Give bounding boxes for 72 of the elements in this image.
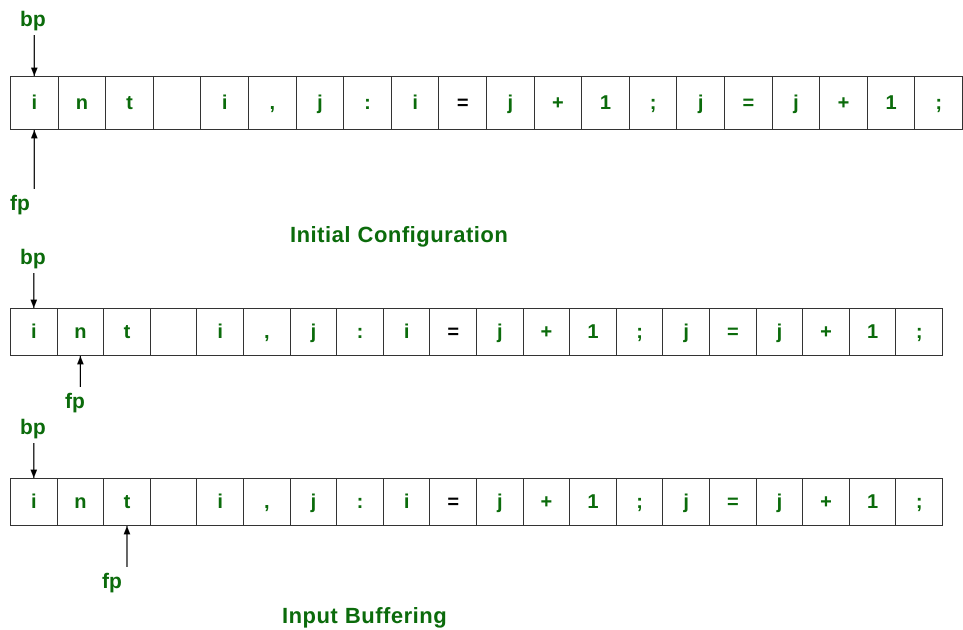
buffer-cell: = — [429, 308, 477, 356]
buffer-cell: , — [248, 76, 297, 130]
buffer-cell: 1 — [569, 478, 617, 526]
buffer-cell: i — [196, 308, 244, 356]
buffer-cell: t — [103, 478, 151, 526]
pointer-arrow — [30, 35, 38, 76]
pointer-arrow — [77, 356, 84, 387]
buffer-cell: : — [336, 478, 384, 526]
empty-buffer-cell — [152, 76, 202, 130]
buffer-cell: j — [486, 76, 535, 130]
buffer-cell: 1 — [848, 478, 896, 526]
buffer-cell: i — [200, 76, 249, 130]
buffer-cell: i — [390, 76, 440, 130]
pointer-label: bp — [20, 8, 46, 32]
buffer-cell: ; — [628, 76, 678, 130]
buffer-cell: : — [343, 76, 392, 130]
buffer-cell: 1 — [866, 76, 916, 130]
pointer-label: fp — [10, 192, 30, 216]
pointer-arrow — [30, 273, 38, 308]
buffer-cell: : — [336, 308, 384, 356]
buffer-cell: i — [382, 478, 430, 526]
buffer-cell: 1 — [569, 308, 617, 356]
buffer-cell: + — [522, 478, 570, 526]
buffer-cell: ; — [616, 308, 664, 356]
buffer-cell: n — [56, 308, 104, 356]
buffer-cell: 1 — [581, 76, 630, 130]
buffer-cell: = — [709, 308, 757, 356]
buffer-cell: t — [105, 76, 154, 130]
buffer-cell: = — [438, 76, 487, 130]
buffer-cell: , — [243, 308, 291, 356]
buffer-cell: j — [662, 478, 710, 526]
buffer-cell: = — [429, 478, 477, 526]
buffer-cell: ; — [914, 76, 963, 130]
buffer-cell: j — [476, 478, 524, 526]
buffer-cell: i — [10, 76, 59, 130]
buffer-cell: ; — [616, 478, 664, 526]
buffer-cell: j — [676, 76, 725, 130]
buffer-cell: = — [724, 76, 773, 130]
buffer-cell: n — [56, 478, 104, 526]
buffer-cell: = — [709, 478, 757, 526]
buffer-cell: j — [756, 308, 804, 356]
buffer-cell: + — [534, 76, 582, 130]
buffer-cell: j — [772, 76, 820, 130]
buffer-cell: , — [243, 478, 291, 526]
buffer-cell: j — [290, 308, 338, 356]
pointer-arrow — [30, 443, 38, 478]
pointer-label: fp — [65, 390, 85, 414]
section-heading: Initial Configuration — [290, 222, 508, 248]
buffer-cell: j — [476, 308, 524, 356]
buffer-cell: i — [382, 308, 430, 356]
buffer-cell: ; — [895, 478, 943, 526]
caption: Input Buffering — [282, 603, 448, 629]
buffer-cell: t — [103, 308, 151, 356]
pointer-label: fp — [102, 570, 122, 594]
buffer-cell: j — [290, 478, 338, 526]
pointer-label: bp — [20, 416, 46, 440]
pointer-arrow — [124, 526, 130, 567]
buffer-cell: n — [58, 76, 106, 130]
buffer-cell: i — [196, 478, 244, 526]
buffer-cell: 1 — [848, 308, 896, 356]
buffer-cell: + — [802, 478, 850, 526]
buffer-cell: i — [10, 308, 58, 356]
buffer-cell: j — [662, 308, 710, 356]
buffer-cell: + — [819, 76, 868, 130]
buffer-cell: j — [296, 76, 344, 130]
buffer-cell: + — [802, 308, 850, 356]
buffer-cell: ; — [895, 308, 943, 356]
pointer-label: bp — [20, 246, 46, 270]
buffer-cell: + — [522, 308, 570, 356]
pointer-arrow — [30, 130, 38, 189]
buffer-cell: i — [10, 478, 58, 526]
buffer-cell: j — [756, 478, 804, 526]
